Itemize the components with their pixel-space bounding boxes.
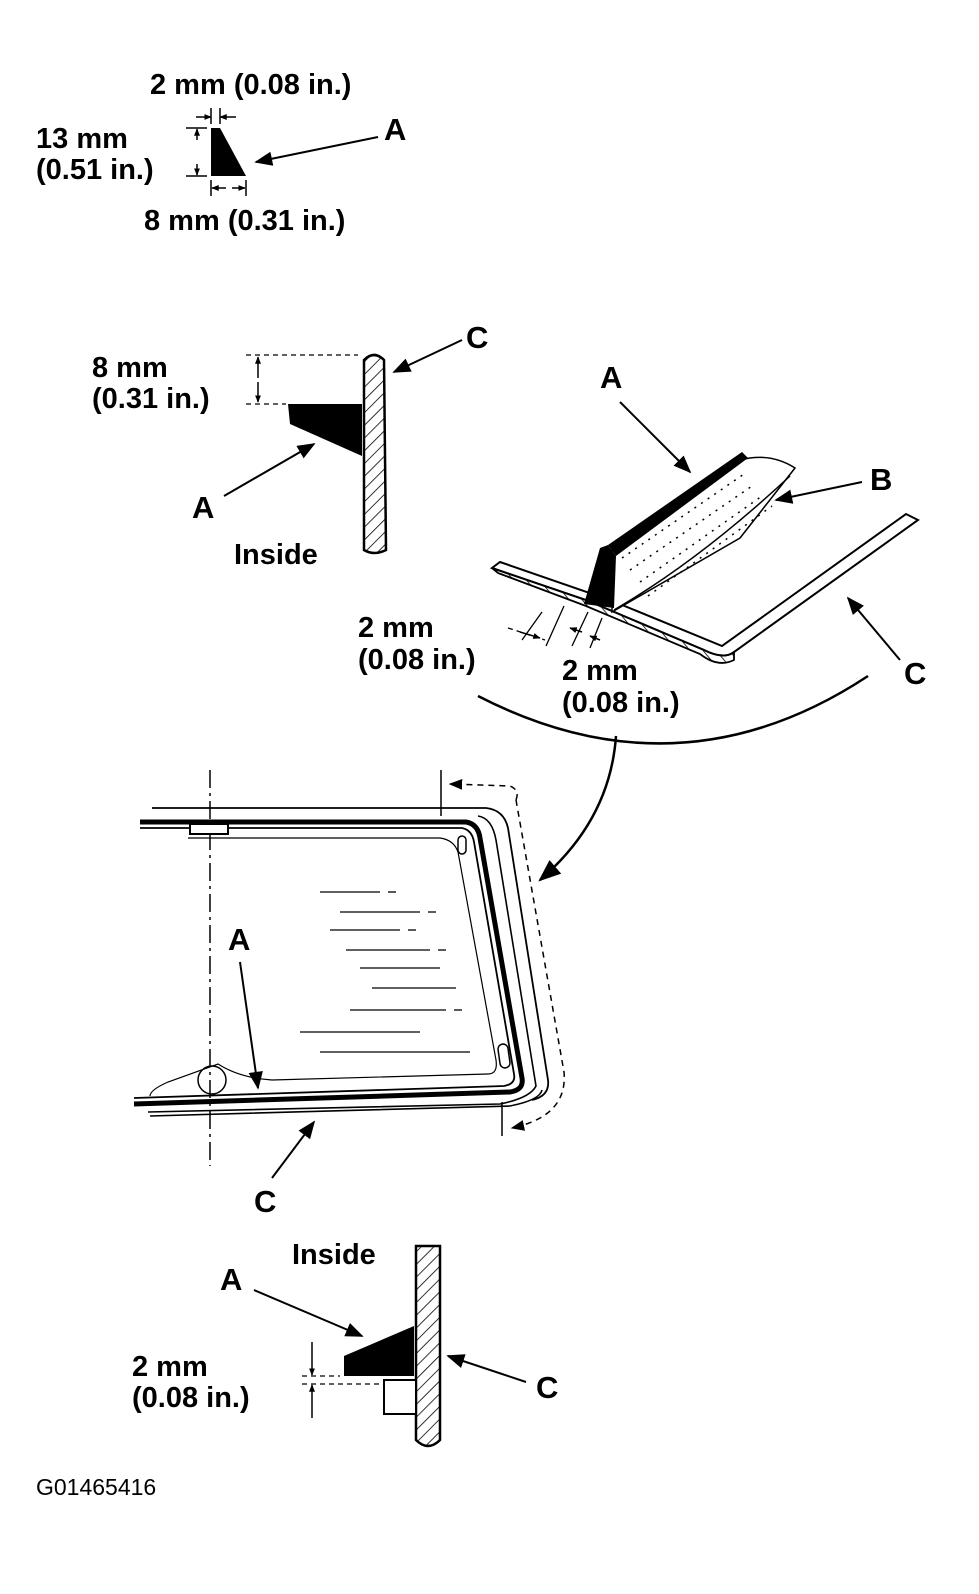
upper-glass-section xyxy=(223,339,463,555)
lower-offset-dimension-mm: 2 mm xyxy=(132,1351,208,1383)
label-a-perspective: A xyxy=(600,360,623,395)
top-width-dimension: 2 mm (0.08 in.) xyxy=(150,69,352,101)
perspective-detail xyxy=(477,401,920,882)
label-c-perspective: C xyxy=(904,656,927,691)
upper-offset-dimension-mm: 8 mm xyxy=(92,352,168,384)
label-a-upper: A xyxy=(192,490,215,525)
label-a-lower: A xyxy=(220,1262,243,1297)
perspective-gap2-in: (0.08 in.) xyxy=(562,687,680,719)
top-base-dimension: 8 mm (0.31 in.) xyxy=(144,205,346,237)
top-height-dimension-in: (0.51 in.) xyxy=(36,154,154,186)
perspective-gap2-mm: 2 mm xyxy=(562,655,638,687)
inside-label-lower: Inside xyxy=(292,1239,376,1271)
perspective-gap1-mm: 2 mm xyxy=(358,612,434,644)
top-height-dimension-mm: 13 mm xyxy=(36,123,128,155)
figure-code: G01465416 xyxy=(36,1474,157,1500)
lower-offset-dimension-in: (0.08 in.) xyxy=(132,1382,250,1414)
upper-offset-dimension-in: (0.31 in.) xyxy=(92,383,210,415)
label-a-top: A xyxy=(384,112,407,147)
perspective-gap1-in: (0.08 in.) xyxy=(358,644,476,676)
window-frame-view xyxy=(133,770,565,1179)
dam-cross-section xyxy=(186,108,379,196)
label-c-lower: C xyxy=(536,1370,559,1405)
label-a-window: A xyxy=(228,922,251,957)
label-c-upper: C xyxy=(466,320,489,355)
label-b-perspective: B xyxy=(870,462,893,497)
lower-glass-section xyxy=(253,1244,527,1448)
inside-label-upper: Inside xyxy=(234,539,318,571)
label-c-window: C xyxy=(254,1184,277,1219)
